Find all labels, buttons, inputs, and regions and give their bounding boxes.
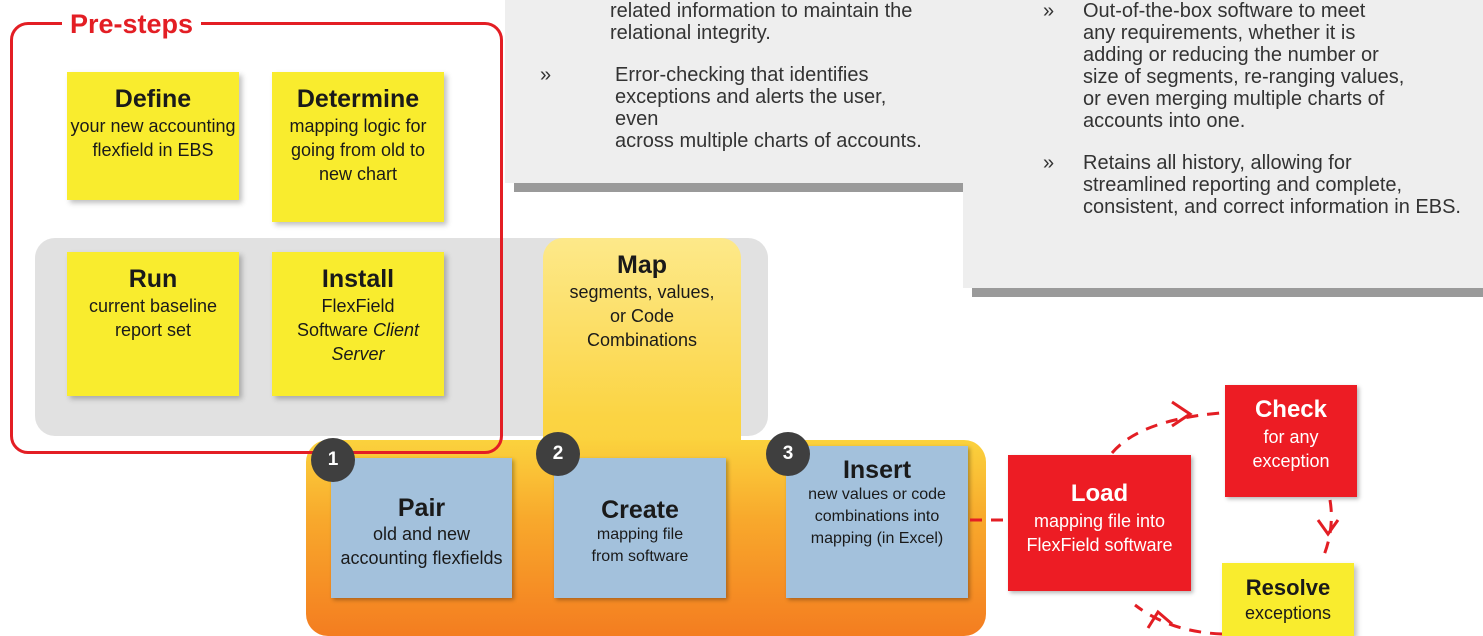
- check-line-1: exception: [1252, 451, 1330, 471]
- arrowhead-to-load-icon: [1146, 609, 1173, 629]
- right-item-1-line-0: Retains all history, allowing for: [1083, 152, 1352, 174]
- right-item-1-line-1: streamlined reporting and complete,: [1083, 174, 1403, 196]
- run-line-1: report set: [114, 320, 192, 340]
- install-line-2: Server: [331, 344, 385, 364]
- sticky-determine: Determine mapping logic for going from o…: [272, 72, 444, 222]
- right-item-0-line-4: or even merging multiple charts of: [1083, 88, 1385, 110]
- pair-line-0: old and new: [372, 524, 471, 544]
- define-title: Define: [114, 85, 192, 113]
- step-insert: Insert new values or code combinations i…: [786, 446, 968, 598]
- map-line-1: or Code: [609, 306, 675, 326]
- run-line-0: current baseline: [88, 296, 218, 316]
- resolve-line-0: exceptions: [1244, 603, 1332, 623]
- define-line-1: flexfield in EBS: [92, 140, 214, 160]
- create-line-0: mapping file: [596, 526, 684, 543]
- right-item-out-of-box: » Out-of-the-box software to meet any re…: [1043, 0, 1483, 132]
- check-title: Check: [1254, 396, 1328, 423]
- step-create: Create mapping file from software: [554, 458, 726, 598]
- sticky-install: Install FlexField Software Client Server: [272, 252, 444, 396]
- load-to-check-arrow: [1110, 411, 1221, 454]
- load-title: Load: [1070, 480, 1129, 507]
- install-title: Install: [321, 265, 395, 293]
- install-line-1-italic: Client: [373, 320, 420, 340]
- center-item-1-line-2: across multiple charts of accounts.: [615, 130, 922, 152]
- pair-line-1: accounting flexfields: [340, 548, 503, 568]
- insert-line-0: new values or code: [808, 486, 946, 503]
- install-line-1-text: Software: [296, 320, 373, 340]
- determine-line-1: going from old to: [290, 140, 426, 160]
- insert-line-1: combinations into: [814, 508, 940, 525]
- arrowhead-to-check-icon: [1171, 400, 1193, 428]
- cycle-check: Check for any exception: [1225, 385, 1357, 497]
- resolve-title: Resolve: [1245, 575, 1331, 600]
- center-item-0-line-1: relational integrity.: [610, 22, 771, 44]
- step-2-number: 2: [536, 432, 580, 476]
- right-item-0-line-0: Out-of-the-box software to meet: [1083, 0, 1366, 22]
- check-line-0: for any: [1263, 427, 1319, 447]
- determine-line-2: new chart: [318, 164, 398, 184]
- right-item-retains-history: » Retains all history, allowing for stre…: [1043, 152, 1483, 218]
- determine-line-0: mapping logic for: [289, 116, 427, 136]
- pre-steps-frame: [10, 22, 503, 454]
- right-item-1-line-2: consistent, and correct information in E…: [1083, 196, 1461, 218]
- pair-title: Pair: [397, 494, 446, 522]
- map-title: Map: [617, 251, 667, 279]
- pre-steps-title: Pre-steps: [62, 6, 202, 42]
- map-line-0: segments, values,: [569, 282, 715, 302]
- install-line-1: Software Client: [272, 318, 444, 342]
- insert-line-2: mapping (in Excel): [810, 530, 944, 547]
- center-item-1-line-1: exceptions and alerts the user, even: [615, 86, 887, 130]
- right-item-0-line-1: any requirements, whether it is: [1083, 22, 1356, 44]
- bullet-marker-icon: »: [540, 64, 552, 86]
- cycle-load: Load mapping file into FlexField softwar…: [1008, 455, 1191, 591]
- define-line-0: your new accounting: [70, 116, 236, 136]
- step-pair: Pair old and new accounting flexfields: [331, 458, 512, 598]
- insert-title: Insert: [842, 456, 912, 484]
- sticky-define: Define your new accounting flexfield in …: [67, 72, 239, 200]
- sticky-run: Run current baseline report set: [67, 252, 239, 396]
- arrowhead-to-resolve-icon: [1316, 519, 1340, 537]
- features-panel-right: » Out-of-the-box software to meet any re…: [963, 0, 1483, 288]
- step-3-number: 3: [766, 432, 810, 476]
- create-line-1: from software: [591, 548, 689, 565]
- map-line-2: Combinations: [586, 330, 698, 350]
- run-title: Run: [128, 265, 178, 293]
- bullet-marker-icon: »: [1043, 152, 1055, 174]
- center-item-0-line-0: related information to maintain the: [610, 0, 913, 22]
- install-line-0: FlexField: [321, 296, 395, 316]
- right-item-0-line-5: accounts into one.: [1083, 110, 1246, 132]
- bullet-marker-icon: »: [1043, 0, 1055, 22]
- load-line-1: FlexField software: [1026, 535, 1173, 555]
- determine-title: Determine: [296, 85, 420, 113]
- step-1-number: 1: [311, 438, 355, 482]
- resolve-to-load-arrow: [1134, 603, 1223, 636]
- center-item-1-line-0: Error-checking that identifies: [615, 64, 869, 86]
- create-title: Create: [601, 496, 679, 524]
- right-item-0-line-2: adding or reducing the number or: [1083, 44, 1379, 66]
- features-panel-center: related information to maintain the rela…: [505, 0, 975, 183]
- center-item-continued: related information to maintain the rela…: [575, 0, 965, 44]
- load-line-0: mapping file into: [1033, 511, 1166, 531]
- cycle-resolve: Resolve exceptions: [1222, 563, 1354, 636]
- right-item-0-line-3: size of segments, re-ranging values,: [1083, 66, 1405, 88]
- center-item-error-checking: » Error-checking that identifies excepti…: [540, 64, 930, 152]
